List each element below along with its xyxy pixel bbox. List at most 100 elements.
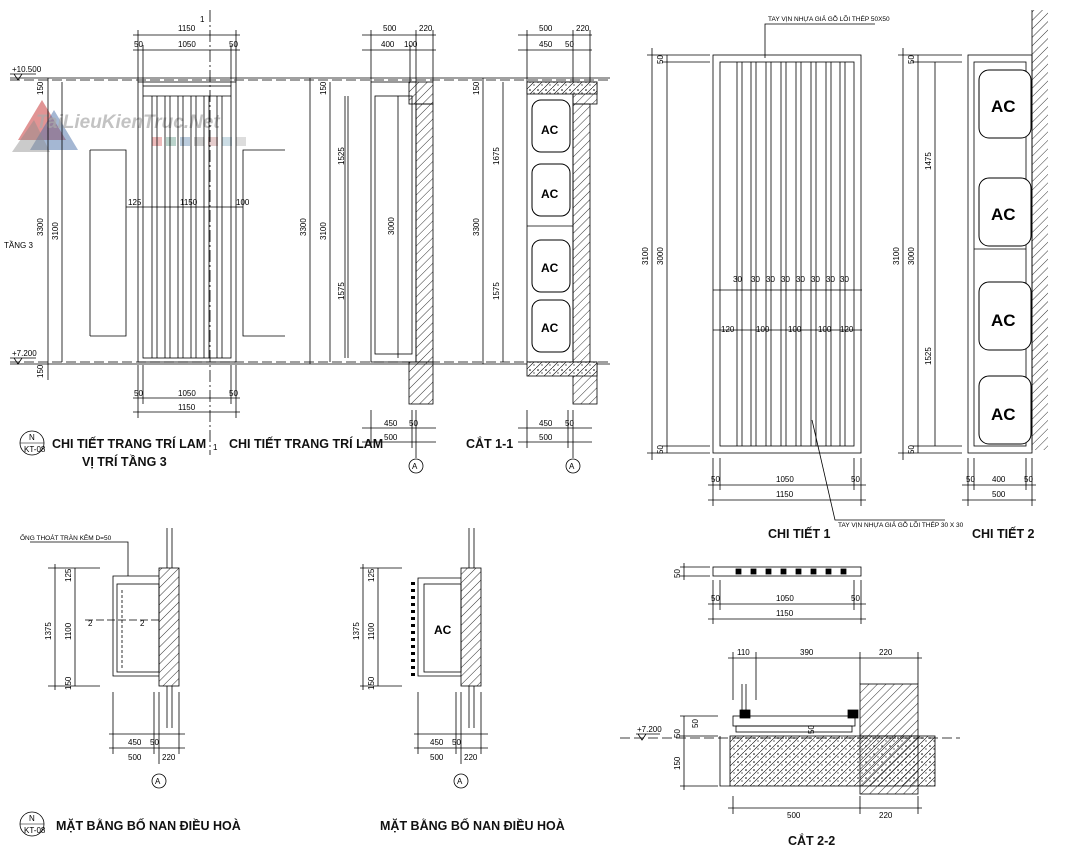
- plan-2-ac: AC: [434, 623, 452, 637]
- section-11-dim-450: 450: [539, 40, 553, 49]
- elevation-floor-label: TẦNG 3: [4, 240, 33, 250]
- detail-2-ac-2: AC: [991, 205, 1016, 224]
- plan-1-dim-150: 150: [64, 676, 73, 690]
- detail-1-dim-50-bottom: 50: [656, 445, 665, 454]
- strip-dim-1050: 1050: [776, 594, 794, 603]
- section-11-view: [482, 30, 598, 458]
- section-elev-dim-1525: 1525: [337, 147, 346, 165]
- detail-2-title: CHI TIẾT 2: [972, 526, 1035, 541]
- detail-2-view: [898, 10, 1048, 506]
- detail-1-dim-100-b: 100: [788, 325, 802, 334]
- detail-1-dim-50-top: 50: [656, 55, 665, 64]
- section-elev-dim-3000: 3000: [387, 217, 396, 235]
- strip-view: [680, 563, 866, 624]
- elevation-dim-1150-bottom: 1150: [178, 403, 196, 412]
- strip-dim-50-l: 50: [711, 594, 720, 603]
- watermark-logo: TaiLieuKienTruc.Net: [12, 100, 246, 152]
- section-22-dim-110: 110: [737, 648, 750, 657]
- detail-2-ac-1: AC: [991, 97, 1016, 116]
- plan-1-note: ỐNG THOÁT TRÀN KẼM D=50: [20, 532, 112, 542]
- section-11-dim-3300: 3300: [472, 218, 481, 236]
- section-11-ac-4: AC: [541, 321, 559, 335]
- detail-1-dim-1150: 1150: [776, 490, 794, 499]
- section-11-dim-1675: 1675: [492, 147, 501, 165]
- elevation-section-mark-top: 1: [200, 15, 205, 24]
- elevation-title-2: VỊ TRÍ TẦNG 3: [82, 454, 167, 469]
- section-elev-dim-500-bottom: 500: [384, 433, 398, 442]
- detail-1-view: [647, 23, 945, 521]
- section-11-dim-50-bottom: 50: [565, 419, 574, 428]
- section-elev-grid-bubble: [408, 458, 424, 474]
- elevation-view: [10, 10, 610, 455]
- elevation-title-1: CHI TIẾT TRANG TRÍ LAM: [52, 436, 206, 451]
- detail-2-ac-3: AC: [991, 311, 1016, 330]
- detail-1-dim-30-c: 30: [766, 275, 775, 284]
- section-11-dim-150: 150: [472, 81, 481, 95]
- plan-2-dim-1375: 1375: [352, 622, 361, 640]
- elevation-marker-top: N: [29, 433, 35, 442]
- detail-1-dim-30-d: 30: [781, 275, 790, 284]
- plan-2-grid: A: [457, 777, 463, 786]
- section-22-level: +7.200: [637, 725, 662, 734]
- detail-1-dim-30-f: 30: [811, 275, 820, 284]
- detail-2-dim-50-bottom: 50: [907, 445, 916, 454]
- plan-1-dim-50: 50: [150, 738, 159, 747]
- section-elev-dim-150: 150: [319, 81, 328, 95]
- plan-1-dim-1375: 1375: [44, 622, 53, 640]
- plan-1-dim-500: 500: [128, 753, 142, 762]
- detail-1-title: CHI TIẾT 1: [768, 526, 831, 541]
- plan-2-dim-220: 220: [464, 753, 478, 762]
- detail-1-dim-30-g: 30: [826, 275, 835, 284]
- detail-2-dim-500: 500: [992, 490, 1006, 499]
- detail-2-dim-3000: 3000: [907, 247, 916, 265]
- detail-1-note-bottom: TAY VỊN NHỰA GIẢ GỖ LÕI THÉP 30 X 30: [838, 520, 964, 529]
- detail-1-dim-30-h: 30: [840, 275, 849, 284]
- strip-dim-50-v: 50: [673, 569, 682, 578]
- detail-1-dim-3100: 3100: [641, 247, 650, 265]
- section-elev-dim-100: 100: [404, 40, 418, 49]
- section-elev-dim-50: 50: [409, 419, 418, 428]
- detail-1-dim-120-l: 120: [721, 325, 735, 334]
- plan-1-title: MẶT BẰNG BỐ NAN ĐIỀU HOÀ: [56, 818, 241, 833]
- detail-2-dim-50-top: 50: [907, 55, 916, 64]
- elevation-dim-1150-inner: 1150: [180, 198, 198, 207]
- section-elev-dim-500: 500: [383, 24, 397, 33]
- section-11-ac-1: AC: [541, 123, 559, 137]
- elevation-dim-1050-bottom: 1050: [178, 389, 196, 398]
- elevation-dim-50-bl: 50: [134, 389, 143, 398]
- strip-dim-50-r: 50: [851, 594, 860, 603]
- section-elev-dim-1575: 1575: [337, 282, 346, 300]
- section-22-view: [620, 652, 960, 814]
- elevation-dim-3100: 3100: [51, 222, 60, 240]
- plan-1-dim-1100: 1100: [64, 622, 73, 640]
- section-11-dim-450-bottom: 450: [539, 419, 553, 428]
- detail-2-ac-4: AC: [991, 405, 1016, 424]
- section-11-dim-500: 500: [539, 24, 553, 33]
- detail-1-dim-3000: 3000: [656, 247, 665, 265]
- plan-2-dim-125: 125: [367, 568, 376, 582]
- plan-2-title: MẶT BẰNG BỐ NAN ĐIỀU HOÀ: [380, 818, 565, 833]
- section-11-dim-1575: 1575: [492, 282, 501, 300]
- section-elev-dim-220: 220: [419, 24, 433, 33]
- detail-2-dim-400: 400: [992, 475, 1006, 484]
- elevation-section-mark-bottom: 1: [213, 443, 218, 452]
- plan-2-dim-50: 50: [452, 738, 461, 747]
- section-11-grid: A: [569, 462, 575, 471]
- detail-2-ac-units: [978, 69, 1032, 445]
- elevation-level-bottom: +7.200: [12, 349, 37, 358]
- section-22-dim-390: 390: [800, 648, 814, 657]
- plan-1-grid: A: [155, 777, 161, 786]
- detail-1-dim-30-e: 30: [796, 275, 805, 284]
- elevation-dim-150-top: 150: [36, 81, 45, 95]
- section-11-dim-500-bottom: 500: [539, 433, 553, 442]
- plan-1-marker-bottom: KT-08: [24, 826, 46, 835]
- plan-2-dim-150: 150: [367, 676, 376, 690]
- elevation-dim-3100-right: 3100: [319, 222, 328, 240]
- plan-1-title-marker: N KT-08: [19, 811, 46, 837]
- elevation-dim-50-br: 50: [229, 389, 238, 398]
- detail-1-dim-100-c: 100: [818, 325, 832, 334]
- elevation-marker-bottom: KT-08: [24, 445, 46, 454]
- detail-2-dim-3100: 3100: [892, 247, 901, 265]
- section-11-dim-220: 220: [576, 24, 590, 33]
- plan-1-dim-125: 125: [64, 568, 73, 582]
